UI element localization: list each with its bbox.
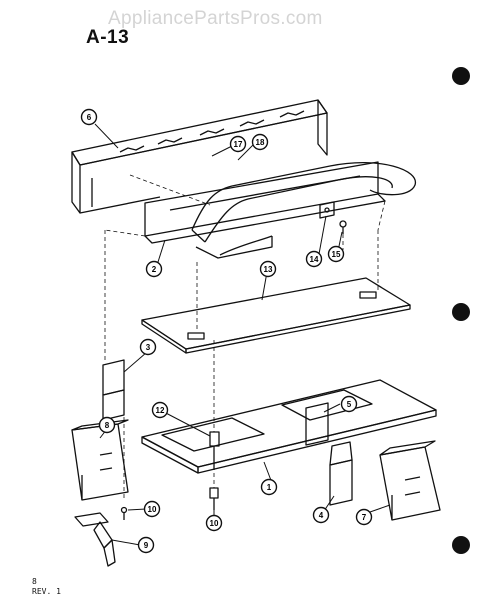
svg-text:15: 15 [332,250,341,259]
callout-10-lower: 10 [205,514,223,532]
callouts: 6 17 18 2 14 15 [80,108,373,554]
assembly-lines [104,174,386,500]
callout-17: 17 [229,135,247,153]
revision-label: REV. 1 [32,587,61,596]
callout-10-upper: 10 [143,500,161,518]
callout-3: 3 [139,338,157,356]
svg-text:2: 2 [152,265,157,274]
terminal-clip [319,201,335,219]
svg-text:3: 3 [146,343,151,352]
svg-text:7: 7 [362,513,367,522]
binder-hole-middle [452,303,470,321]
ribbon-cable [191,162,416,259]
svg-text:10: 10 [148,505,157,514]
callout-14: 14 [305,250,323,268]
callout-12: 12 [151,401,169,419]
right-side-rail [379,440,441,521]
svg-text:14: 14 [310,255,319,264]
mounting-screw [209,487,219,510]
bezel-panel [71,99,328,214]
binder-hole-bottom [452,536,470,554]
callout-15: 15 [327,245,345,263]
svg-text:9: 9 [144,541,149,550]
callout-2: 2 [145,260,163,278]
clip-screw [339,220,347,234]
left-side-rail [71,419,129,501]
binder-hole-top [452,67,470,85]
rail-screw [120,506,128,520]
svg-text:4: 4 [319,511,324,520]
callout-7: 7 [355,508,373,526]
svg-text:12: 12 [156,406,165,415]
svg-text:6: 6 [87,113,92,122]
lever-clip [74,512,116,567]
pan-bracket [305,402,329,446]
site-watermark: AppliancePartsPros.com [108,8,323,29]
page-number: 8 [32,577,37,586]
callout-5: 5 [340,395,358,413]
left-bracket [102,359,125,421]
svg-text:1: 1 [267,483,272,492]
svg-text:18: 18 [256,138,265,147]
callout-18: 18 [251,133,269,151]
callout-6: 6 [80,108,98,126]
callout-9: 9 [137,536,155,554]
right-lower-bracket [329,441,353,506]
board-bracket [144,161,386,244]
svg-text:5: 5 [347,400,352,409]
callout-8: 8 [98,416,116,434]
callout-13: 13 [259,260,277,278]
svg-text:8: 8 [105,421,110,430]
callout-leaders [94,123,391,546]
svg-text:10: 10 [210,519,219,528]
circuit-board [141,277,411,354]
svg-text:17: 17 [234,140,243,149]
callout-4: 4 [312,506,330,524]
standoff [209,431,220,470]
callout-1: 1 [260,478,278,496]
figure-title: A-13 [86,27,130,48]
base-pan [141,379,437,474]
svg-text:13: 13 [264,265,273,274]
